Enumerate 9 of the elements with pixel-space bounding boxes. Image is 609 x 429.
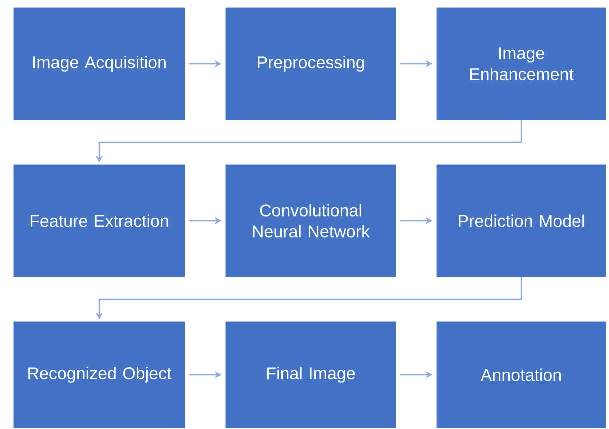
process-box: Prediction Model xyxy=(436,164,606,278)
process-box: Preprocessing xyxy=(226,8,396,120)
process-box: Feature Extraction xyxy=(14,164,186,278)
process-box: Image Enhancement xyxy=(436,8,606,120)
process-box: Annotation xyxy=(436,322,606,428)
process-box: Recognized Object xyxy=(14,322,186,428)
process-box: Image Acquisition xyxy=(14,8,186,120)
process-box: Convolutional Neural Network xyxy=(226,164,396,278)
process-box: Final Image xyxy=(226,322,396,428)
